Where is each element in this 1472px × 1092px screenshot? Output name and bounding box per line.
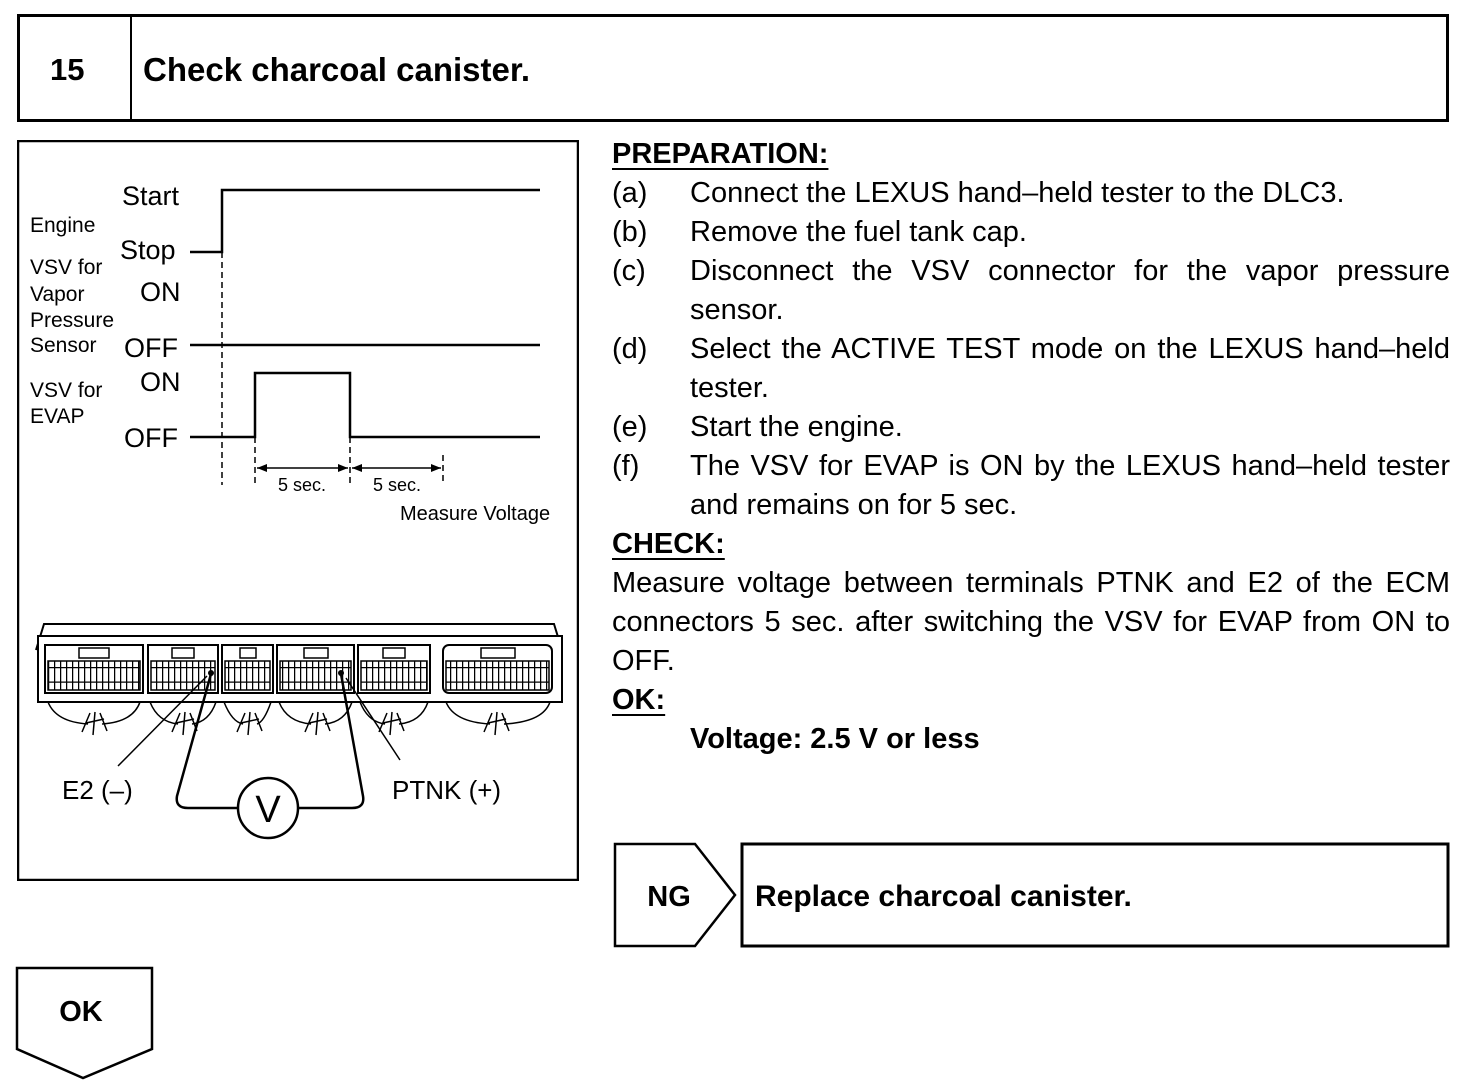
step-marker: (b): [612, 216, 648, 248]
step-text: Connect the LEXUS hand–held tester to th…: [690, 177, 1345, 209]
vapor-vsv-label-line: Pressure: [30, 309, 114, 332]
e2-terminal-label: E2 (–): [62, 775, 133, 805]
check-line: Measure voltage between terminals PTNK a…: [612, 564, 1450, 603]
header-divider: [130, 17, 132, 119]
connector-block: [357, 644, 431, 694]
e2-leader-line: [117, 675, 208, 767]
evap-vsv-on-label: ON: [140, 367, 181, 397]
interval-label: 5 sec.: [278, 475, 326, 495]
step-text: sensor.: [690, 294, 784, 326]
ptnk-terminal-label: PTNK (+): [392, 775, 501, 805]
wire-bundle: [445, 701, 551, 736]
engine-label: Engine: [30, 214, 95, 237]
connector-block: [276, 644, 355, 694]
wire-bundle: [149, 701, 217, 736]
connector-block: [147, 644, 219, 694]
step-c: (c) Disconnect the VSV connector for the…: [612, 252, 1450, 291]
vapor-vsv-off-label: OFF: [124, 333, 178, 363]
step-text: Remove the fuel tank cap.: [690, 216, 1027, 248]
voltmeter-symbol: V: [255, 789, 281, 831]
step-d-continued: tester.: [612, 369, 1450, 408]
wire-bundle: [223, 701, 272, 736]
engine-waveform: [190, 188, 540, 254]
wire-bundle: [359, 701, 429, 736]
step-f: (f) The VSV for EVAP is ON by the LEXUS …: [612, 447, 1450, 486]
evap-vsv-waveform: [190, 371, 540, 439]
negative-probe-wire: [175, 673, 238, 810]
check-text: Measure voltage between terminals PTNK a…: [612, 567, 1450, 599]
vapor-vsv-label-line: VSV for: [30, 256, 102, 279]
measure-voltage-label: Measure Voltage: [400, 503, 550, 525]
preparation-heading: PREPARATION:: [612, 138, 829, 170]
evap-vsv-off-label: OFF: [124, 423, 178, 453]
e2-terminal-dot: [208, 670, 214, 676]
step-f-continued: and remains on for 5 sec.: [612, 486, 1450, 525]
step-header: 15 Check charcoal canister.: [17, 14, 1449, 122]
step-marker: (f): [612, 450, 640, 482]
vapor-vsv-label-line: Sensor: [30, 334, 97, 357]
step-text: and remains on for 5 sec.: [690, 489, 1018, 521]
step-text: Select the ACTIVE TEST mode on the LEXUS…: [690, 333, 1450, 365]
ng-action-text: Replace charcoal canister.: [755, 880, 1132, 913]
check-line: connectors 5 sec. after switching the VS…: [612, 603, 1450, 642]
ng-arrow-box: [613, 842, 737, 948]
step-e: (e) Start the engine.: [612, 408, 1450, 447]
ptnk-terminal-dot: [338, 670, 344, 676]
step-text: Disconnect the VSV connector for the vap…: [690, 255, 1450, 287]
positive-probe-wire: [298, 673, 365, 810]
step-d: (d) Select the ACTIVE TEST mode on the L…: [612, 330, 1450, 369]
ng-action-box: [740, 842, 1450, 948]
preparation-heading-row: PREPARATION:: [612, 135, 1450, 174]
engine-stop-label: Stop: [120, 235, 176, 265]
ok-heading-row: OK:: [612, 681, 1450, 720]
step-text: tester.: [690, 372, 769, 404]
check-line: OFF.: [612, 642, 1450, 681]
vapor-vsv-label-line: Vapor: [30, 283, 84, 306]
wire-bundle: [47, 701, 141, 736]
voltmeter-icon: [236, 776, 300, 840]
ok-branch: OK: [15, 966, 154, 1080]
step-number: 15: [50, 52, 85, 87]
step-b: (b) Remove the fuel tank cap.: [612, 213, 1450, 252]
step-marker: (a): [612, 177, 648, 209]
procedure-text: PREPARATION: (a) Connect the LEXUS hand–…: [612, 135, 1450, 759]
ok-label: OK: [59, 996, 103, 1028]
timing-and-connector-diagram: Start Engine Stop VSV for Vapor Pressure…: [17, 140, 579, 881]
step-a: (a) Connect the LEXUS hand–held tester t…: [612, 174, 1450, 213]
vapor-vsv-on-label: ON: [140, 277, 181, 307]
step-text: The VSV for EVAP is ON by the LEXUS hand…: [690, 450, 1450, 482]
diagram-frame: [17, 140, 579, 881]
check-heading-row: CHECK:: [612, 525, 1450, 564]
check-text: OFF.: [612, 645, 675, 677]
check-text: connectors 5 sec. after switching the VS…: [612, 606, 1450, 638]
ng-branch: NG Replace charcoal canister.: [613, 842, 1450, 948]
evap-vsv-label-line: VSV for: [30, 379, 102, 402]
step-c-continued: sensor.: [612, 291, 1450, 330]
step-title: Check charcoal canister.: [143, 51, 531, 88]
ptnk-leader-line: [345, 677, 401, 761]
ng-label: NG: [647, 881, 691, 913]
step-marker: (d): [612, 333, 648, 365]
step-marker: (c): [612, 255, 646, 287]
engine-start-label: Start: [122, 181, 180, 211]
ecm-connector: V E2 (–) PTNK (+): [35, 623, 563, 840]
step-marker: (e): [612, 411, 648, 443]
wire-bundle: [278, 701, 353, 736]
connector-block: [44, 644, 144, 694]
ok-spec-value: Voltage: 2.5 V or less: [690, 723, 980, 755]
timing-chart: Start Engine Stop VSV for Vapor Pressure…: [30, 181, 550, 525]
evap-vsv-label-line: EVAP: [30, 405, 84, 428]
ok-arrow-box: [15, 966, 154, 1080]
interval-label: 5 sec.: [373, 475, 421, 495]
connector-block: [442, 644, 553, 694]
connector-block: [221, 644, 274, 694]
ok-spec-row: Voltage: 2.5 V or less: [612, 720, 1450, 759]
step-text: Start the engine.: [690, 411, 903, 443]
ok-heading: OK:: [612, 684, 666, 716]
check-heading: CHECK:: [612, 528, 725, 560]
